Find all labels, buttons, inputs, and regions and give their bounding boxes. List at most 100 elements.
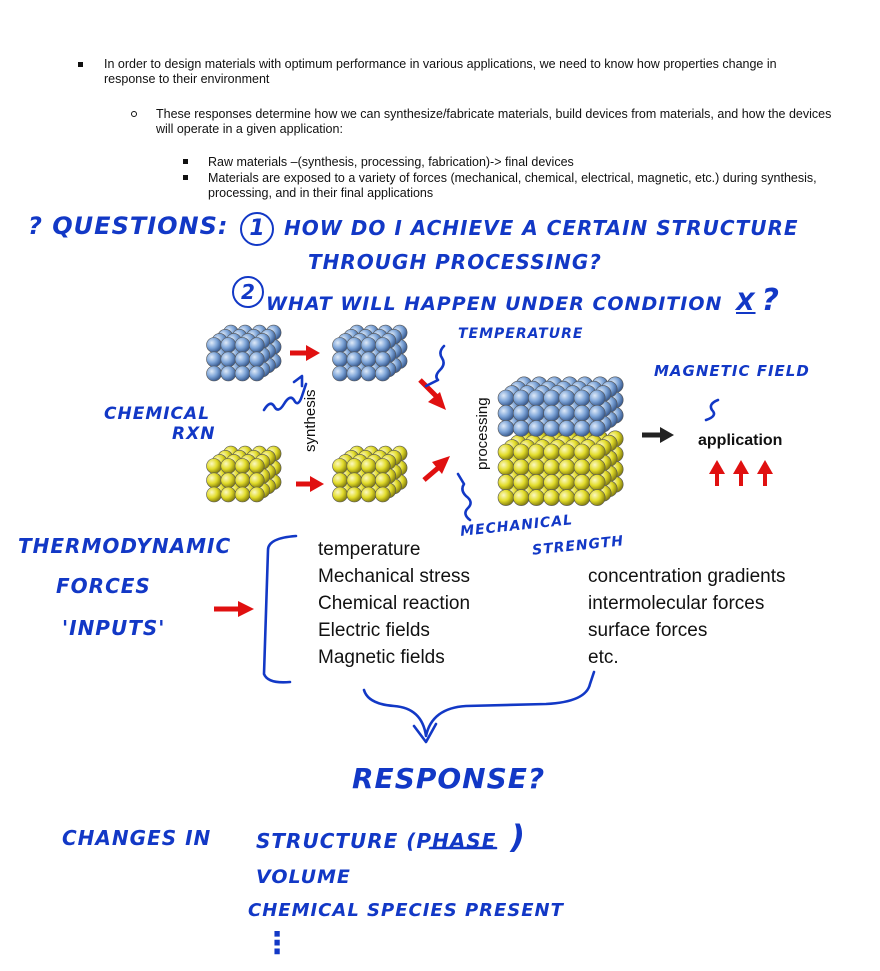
sphere: [528, 474, 545, 491]
sphere: [248, 458, 265, 474]
force-item: Electric fields: [318, 620, 430, 641]
arrow-synthesis-bottom: [296, 476, 324, 492]
sphere: [543, 443, 560, 461]
sphere: [573, 420, 591, 437]
sphere: [220, 337, 237, 353]
sphere: [220, 486, 237, 503]
sphere: [558, 458, 576, 476]
question-2-text: WHAT WILL HAPPEN UNDER CONDITION X?: [266, 283, 780, 318]
note-thermodynamic: THERMODYNAMIC: [18, 534, 232, 558]
note-magnetic-field: MAGNETIC FIELD: [654, 362, 810, 380]
sphere: [573, 443, 591, 461]
bullet-text-3b: Materials are exposed to a variety of fo…: [208, 171, 817, 200]
sphere: [234, 472, 251, 489]
force-item: Magnetic fields: [318, 647, 445, 668]
sphere: [528, 404, 545, 422]
sphere: [588, 389, 606, 407]
sphere: [248, 472, 265, 489]
sphere: [360, 337, 377, 353]
sphere: [346, 472, 363, 489]
sphere: [588, 404, 606, 422]
bullet-text-2: These responses determine how we can syn…: [156, 107, 832, 136]
block-device-blue-layer: [497, 376, 624, 437]
ink-strokes: [262, 344, 720, 850]
bullet-marker-circle: [131, 111, 137, 117]
note-chemical-species: CHEMICAL SPECIES PRESENT: [248, 900, 564, 921]
question-1-line-2: THROUGH PROCESSING?: [308, 250, 602, 274]
bullet-marker: [78, 62, 83, 67]
sphere: [234, 365, 251, 382]
sphere: [234, 351, 251, 368]
arrow-processing-top: [418, 378, 446, 410]
note-structure: STRUCTURE (PHASE): [256, 818, 526, 856]
sphere: [558, 443, 576, 461]
sphere: [528, 420, 545, 437]
sphere: [346, 365, 363, 382]
note-structure-text: STRUCTURE (: [256, 829, 417, 853]
sphere: [360, 365, 377, 382]
sphere: [558, 489, 576, 506]
sphere: [248, 486, 265, 503]
sphere: [332, 458, 348, 474]
sphere: [512, 404, 530, 422]
sphere: [206, 486, 222, 503]
sphere: [234, 458, 251, 474]
sphere: [360, 351, 377, 368]
force-item: surface forces: [588, 620, 708, 641]
note-chemical-line-1: CHEMICAL: [104, 404, 211, 424]
sphere: [512, 474, 530, 491]
question-2-number: 2: [232, 276, 264, 308]
processing-label: processing: [474, 397, 491, 470]
sphere: [497, 458, 515, 476]
sphere: [528, 443, 545, 461]
sphere: [573, 474, 591, 491]
sphere: [497, 420, 515, 437]
sphere: [528, 489, 545, 506]
question-2-text-main: WHAT WILL HAPPEN UNDER CONDITION: [266, 293, 723, 315]
sphere: [206, 365, 222, 382]
sphere: [332, 337, 348, 353]
sphere: [543, 489, 560, 506]
force-item: Mechanical stress: [318, 566, 471, 587]
sphere: [512, 458, 530, 476]
block-blue-raw: [206, 324, 282, 382]
sphere: [558, 474, 576, 491]
question-2-condition-x: X: [736, 288, 756, 316]
sphere: [248, 365, 265, 382]
sphere: [206, 472, 222, 489]
arrow-to-application: [642, 427, 674, 443]
arrows-application-up: [709, 460, 773, 486]
note-response: RESPONSE?: [352, 762, 546, 795]
sphere: [543, 404, 560, 422]
questions-label: ? QUESTIONS:: [28, 212, 229, 240]
sphere: [558, 389, 576, 407]
sphere: [220, 458, 237, 474]
force-item: etc.: [588, 647, 619, 668]
sphere: [206, 458, 222, 474]
bullet-marker: [183, 175, 188, 180]
sphere: [558, 404, 576, 422]
sphere: [497, 443, 515, 461]
squiggle-chemical: [262, 382, 308, 412]
force-item: concentration gradients: [588, 566, 786, 587]
sphere: [346, 486, 363, 503]
sphere: [543, 458, 560, 476]
sphere-blocks: [206, 324, 624, 506]
block-yellow-synthesized: [332, 445, 408, 503]
sphere: [248, 337, 265, 353]
sphere: [558, 420, 576, 437]
sphere: [588, 458, 606, 476]
note-temperature: TEMPERATURE: [458, 326, 584, 342]
sphere: [588, 420, 606, 437]
sphere: [234, 486, 251, 503]
squiggle-magnetic: [704, 398, 720, 422]
synthesis-label: synthesis: [302, 389, 319, 452]
force-item: Chemical reaction: [318, 593, 471, 614]
sphere: [346, 337, 363, 353]
squiggle-chemical-tip: [292, 374, 304, 388]
sphere: [573, 458, 591, 476]
note-inputs: 'INPUTS': [62, 616, 166, 640]
sphere: [588, 443, 606, 461]
sphere: [512, 389, 530, 407]
